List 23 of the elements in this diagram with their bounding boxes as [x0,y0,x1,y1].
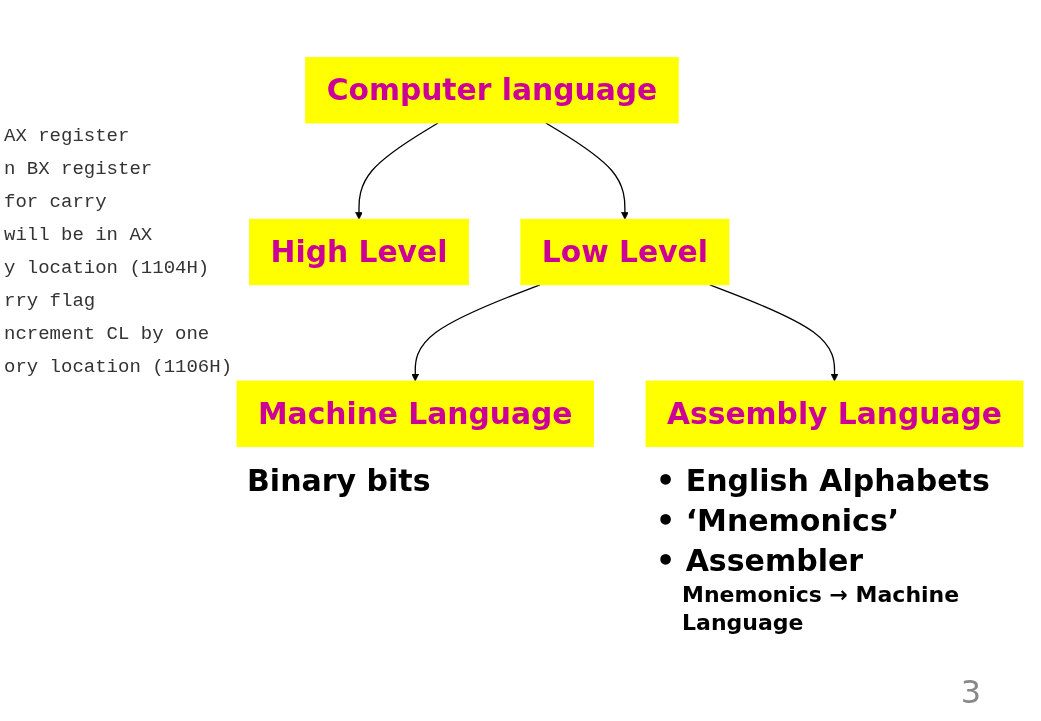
bullet-item: • Assembler [656,541,865,580]
arrow [709,284,839,382]
note-text: Binary bits [247,461,431,500]
bullet-item: Mnemonics → Machine Language [681,580,961,637]
bullet-item: • ‘Mnemonics’ [656,501,901,540]
code-comment-text: for carry [4,190,108,215]
arrow [411,284,541,382]
node-box: Machine Language [236,380,594,448]
node-box: Low Level [520,218,730,286]
bullet-item: • English Alphabets [656,461,990,500]
code-comment-text: AX register [4,124,131,149]
code-comment-text: ory location (1106H) [4,355,233,380]
arrow [545,122,629,220]
code-comment-text: rry flag [4,289,97,314]
code-comment-text: will be in AX [4,223,154,248]
page-number: 3 [960,673,981,711]
node-box: High Level [249,218,469,286]
node-box: Assembly Language [645,380,1024,448]
code-comment-text: y location (1104H) [4,256,211,281]
code-comment-text: ncrement CL by one [4,322,211,347]
node-box: Computer language [305,56,679,124]
arrow [355,122,439,220]
code-comment-text: n BX register [4,157,154,182]
